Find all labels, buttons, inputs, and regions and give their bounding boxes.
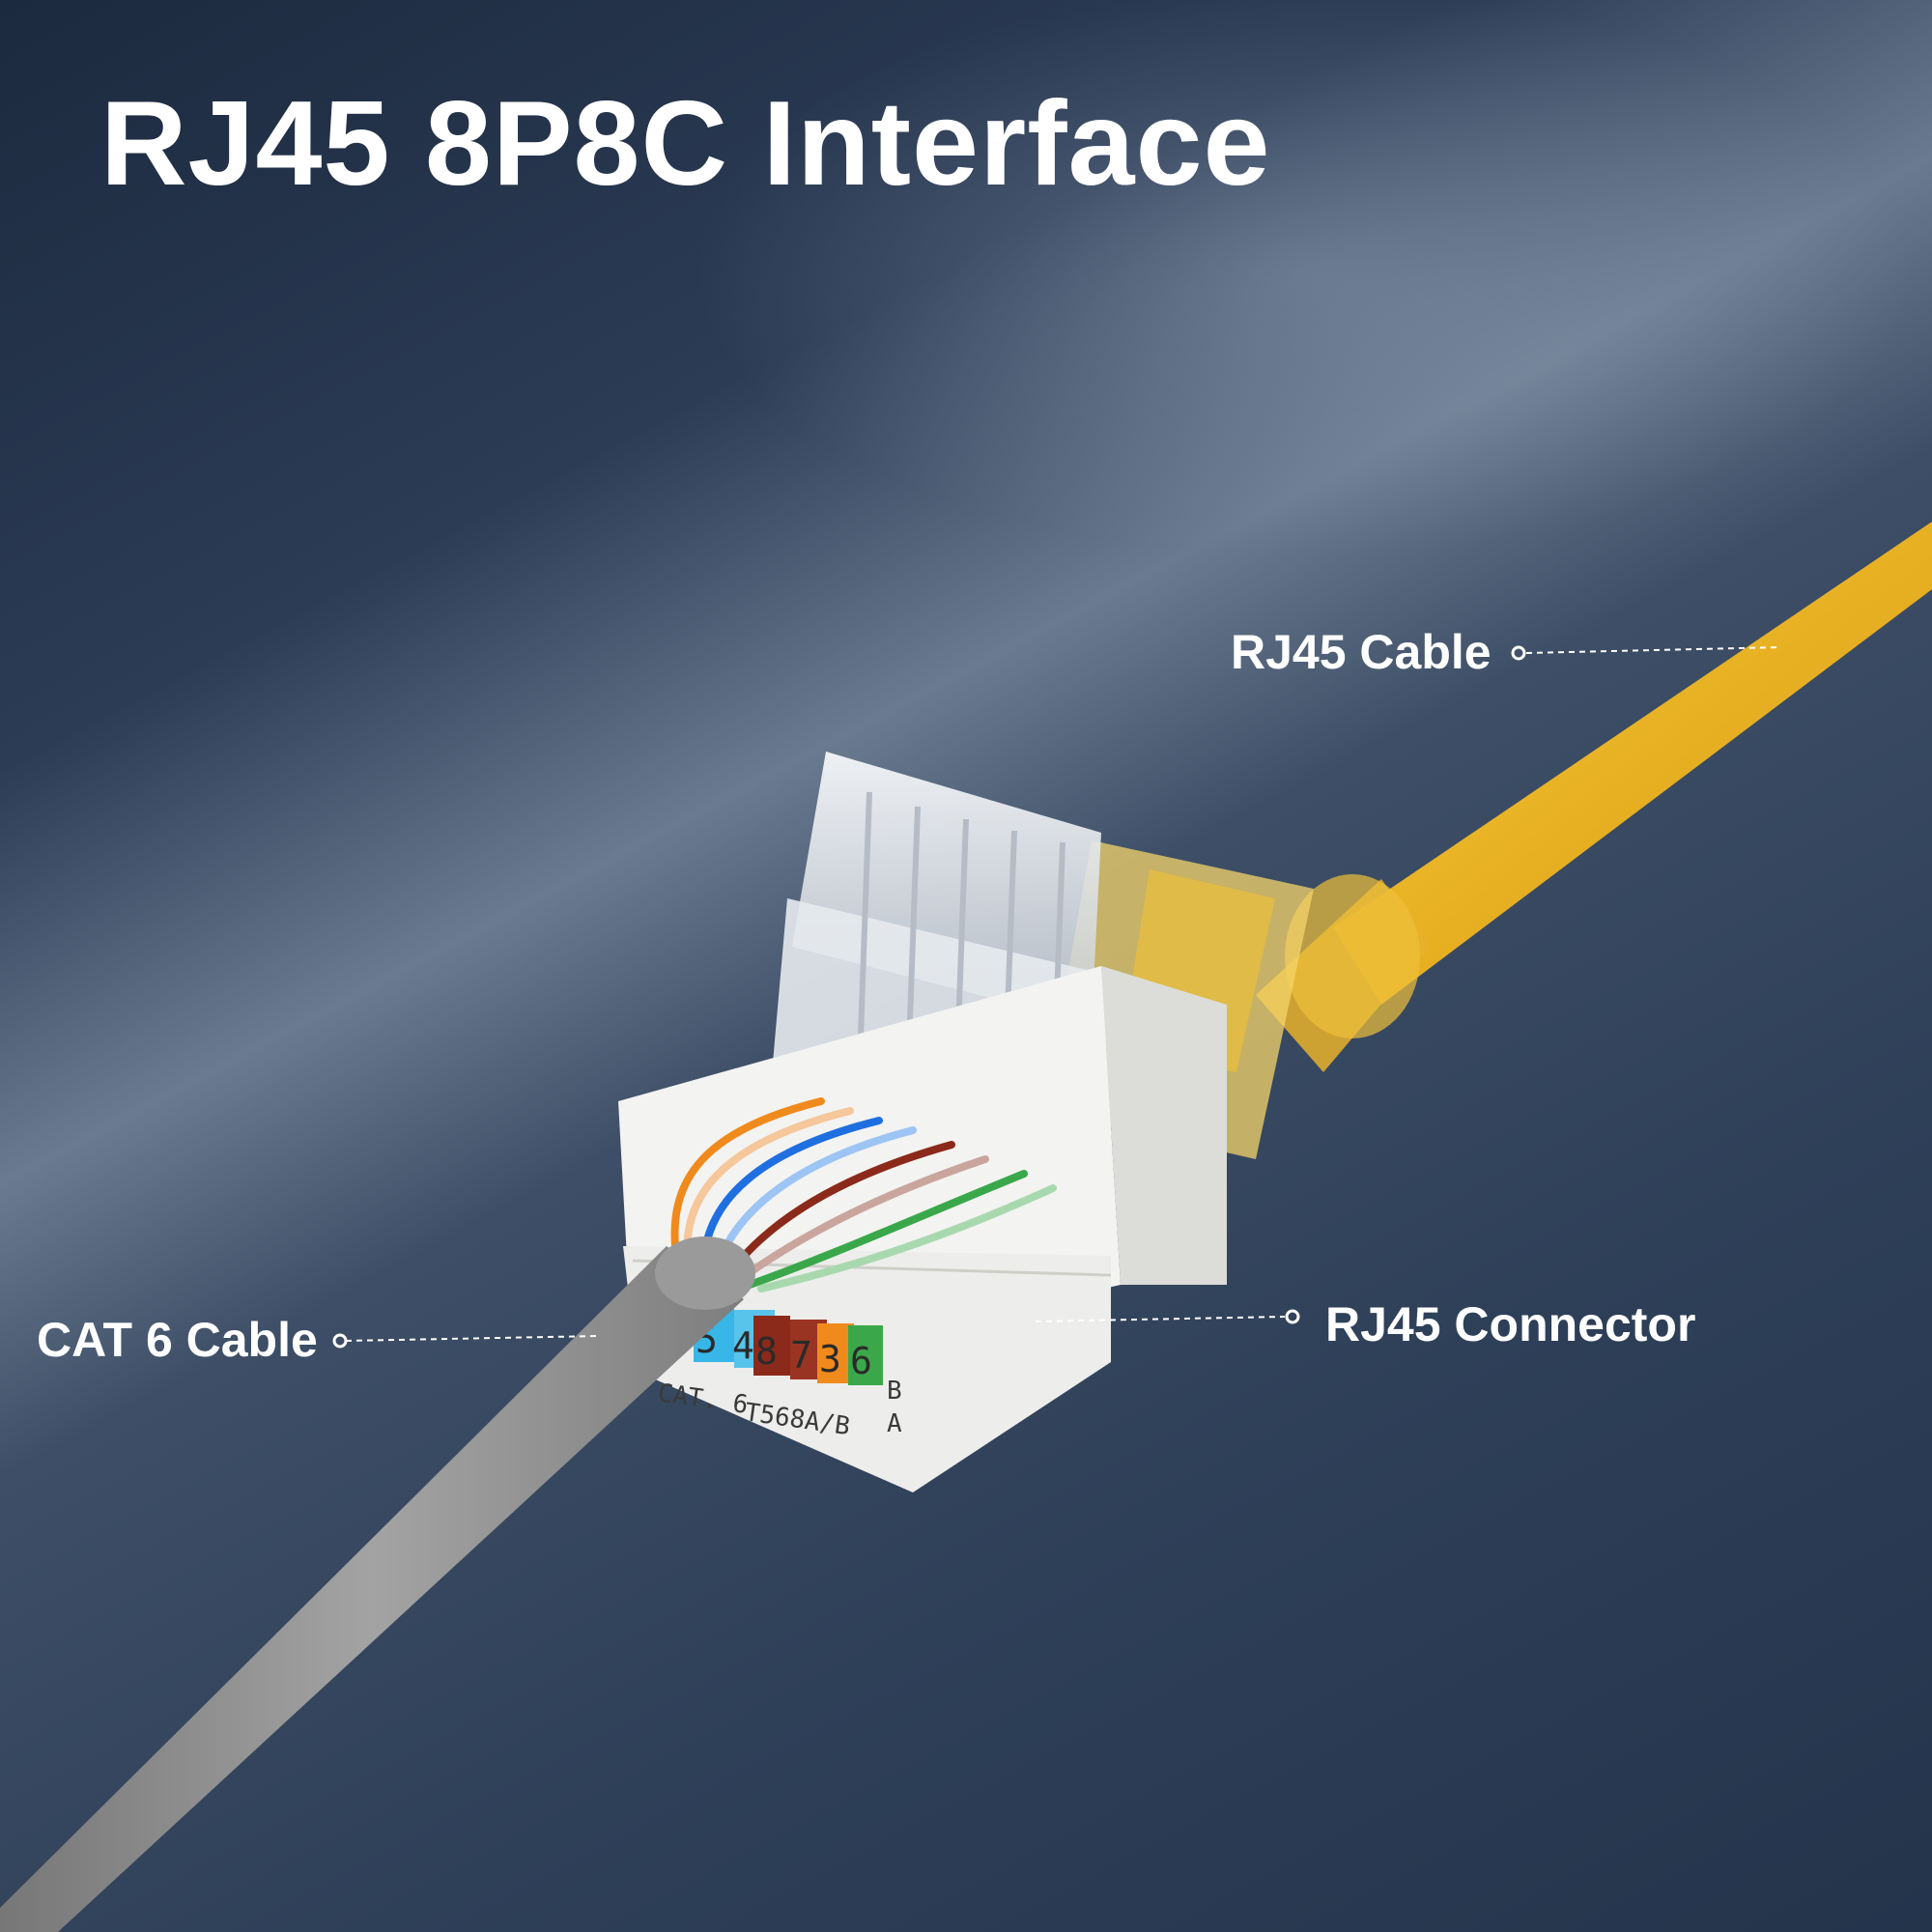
callout-rj45-cable: RJ45 Cable (1231, 625, 1492, 679)
pin-number: 7 (790, 1334, 812, 1377)
cat6-cable (0, 1236, 755, 1932)
row-a-marking: A (887, 1409, 902, 1438)
keystone-jack: 5 4 8 7 3 6 CAT. 6 T568A/B B A (618, 966, 1227, 1492)
callout-cat6-cable: CAT 6 Cable (37, 1313, 318, 1367)
pin-number: 6 (850, 1340, 872, 1382)
row-b-marking: B (887, 1377, 902, 1406)
pin-number: 4 (732, 1324, 754, 1367)
callout-dots (332, 645, 1526, 1349)
rj45-cable (1256, 522, 1932, 1072)
pin-number: 8 (755, 1330, 778, 1373)
page-title: RJ45 8P8C Interface (100, 77, 1271, 211)
pin-number: 3 (819, 1338, 841, 1380)
callout-rj45-connector: RJ45 Connector (1325, 1297, 1696, 1351)
